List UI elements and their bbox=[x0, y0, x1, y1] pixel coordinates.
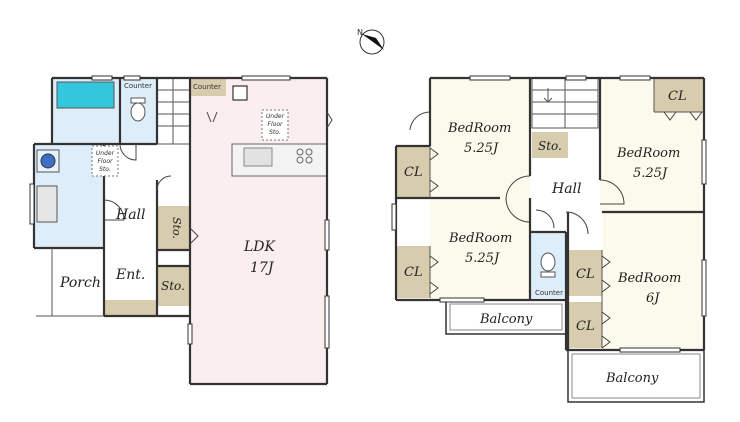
cl-se-closet-1 bbox=[568, 250, 602, 296]
stairs-floor-2 bbox=[531, 77, 599, 129]
floor-1: Counter Counter Under Floor Sto. Under F… bbox=[29, 75, 333, 386]
cl-ne-label: CL bbox=[668, 89, 687, 104]
bedroom-nw bbox=[430, 78, 530, 198]
under-floor-wash-line2: Floor bbox=[98, 158, 113, 165]
sto-entry-closet bbox=[157, 266, 189, 306]
floor-2: BedRoom 5.25J BedRoom 5.25J BedRoom 5.25… bbox=[391, 75, 707, 403]
hall-label-floor-1: Hall bbox=[115, 207, 146, 223]
ldk-label: LDK bbox=[243, 239, 277, 255]
entrance-label: Ent. bbox=[115, 267, 145, 283]
porch-label: Porch bbox=[59, 275, 101, 291]
sto-entry-label: Sto. bbox=[161, 279, 185, 293]
stairs-down-arrow-icon bbox=[543, 88, 553, 103]
sto-hall-closet bbox=[157, 206, 189, 250]
floor-2-windows bbox=[391, 75, 707, 353]
bedroom-se bbox=[602, 212, 704, 350]
toilet-icon-floor-2 bbox=[540, 252, 556, 272]
fridge-icon bbox=[232, 85, 248, 101]
stairs-floor-1 bbox=[156, 77, 191, 145]
bedroom-nw-name: BedRoom bbox=[447, 121, 511, 136]
bedroom-ne-size: 5.25J bbox=[633, 166, 668, 181]
sto-hall-label: Sto. bbox=[170, 217, 183, 239]
bedroom-se-size: 6J bbox=[646, 291, 660, 306]
counter-kitchen-block bbox=[190, 78, 226, 96]
under-floor-wash-line3: Sto. bbox=[99, 166, 111, 173]
under-floor-kitchen-line3: Sto. bbox=[269, 129, 281, 136]
under-floor-wash-line1: Under bbox=[96, 150, 115, 157]
bathtub-icon bbox=[56, 81, 115, 109]
bedroom-se-name: BedRoom bbox=[617, 271, 681, 286]
floor-1-windows bbox=[29, 75, 330, 349]
compass: N bbox=[357, 28, 385, 55]
balcony-large bbox=[567, 349, 705, 403]
bedroom-w-size: 5.25J bbox=[465, 251, 500, 266]
balcony-large-label: Balcony bbox=[605, 371, 659, 386]
hall-label-floor-2: Hall bbox=[551, 181, 582, 197]
counter-top-label: Counter bbox=[124, 82, 152, 90]
toilet-icon bbox=[130, 102, 146, 122]
ldk-size-label: 17J bbox=[250, 260, 275, 276]
entry-step bbox=[104, 300, 157, 316]
counter-kitchen-label: Counter bbox=[193, 83, 221, 91]
floor-1-doors bbox=[103, 111, 333, 245]
sink-icon bbox=[243, 147, 273, 167]
balcony-small-label: Balcony bbox=[479, 312, 533, 327]
under-floor-kitchen-line1: Under bbox=[266, 113, 285, 120]
compass-arrow-icon bbox=[362, 34, 384, 50]
cl-se-label-2: CL bbox=[576, 319, 595, 334]
bedroom-w bbox=[430, 198, 530, 300]
bedroom-nw-size: 5.25J bbox=[464, 141, 499, 156]
cl-nw-label: CL bbox=[404, 165, 423, 180]
bedroom-w-name: BedRoom bbox=[448, 231, 512, 246]
floor-2-doors bbox=[409, 111, 703, 349]
ldk-floor bbox=[190, 78, 327, 384]
cl-ne-closet bbox=[654, 78, 704, 112]
stove-icon bbox=[296, 148, 304, 156]
sto-label-floor-2: Sto. bbox=[538, 139, 562, 153]
vanity-sink-icon bbox=[36, 185, 58, 223]
compass-north-label: N bbox=[357, 28, 363, 37]
cl-se-closet-2 bbox=[568, 302, 602, 348]
under-floor-kitchen-line2: Floor bbox=[268, 121, 283, 128]
sto-closet-floor-2 bbox=[532, 132, 568, 158]
balcony-small bbox=[445, 299, 567, 335]
bedroom-ne-name: BedRoom bbox=[616, 146, 680, 161]
cl-se-label-1: CL bbox=[576, 267, 595, 282]
cl-w-closet bbox=[396, 246, 430, 298]
cl-w-label: CL bbox=[404, 265, 423, 280]
cl-nw-closet bbox=[396, 146, 430, 198]
counter-label-floor-2: Counter bbox=[535, 289, 563, 297]
